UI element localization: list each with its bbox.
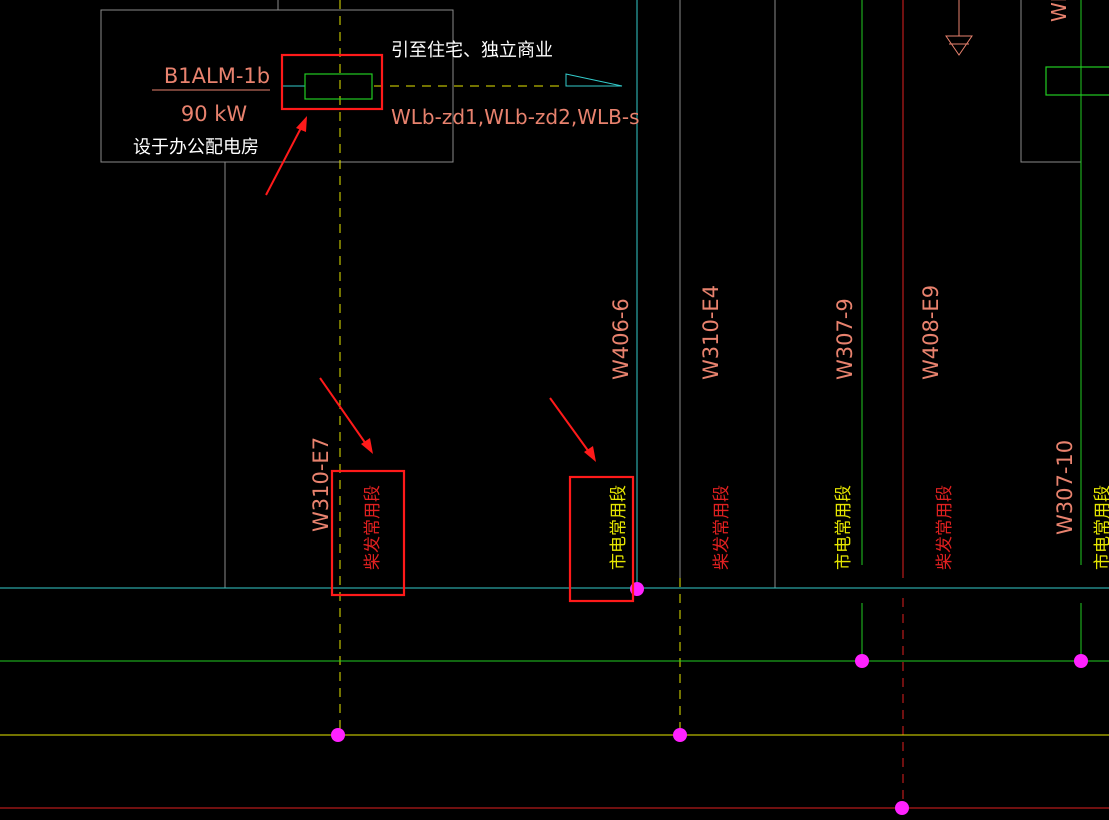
annotations: [265, 53, 635, 603]
circuit-id-label: W310-E4: [699, 285, 723, 380]
feed-arrow-icon: [565, 73, 623, 87]
feed-cables: WLb-zd1,WLb-zd2,WLB-s: [391, 105, 640, 129]
junction-dot[interactable]: [673, 728, 687, 742]
arrow-to-utility-section-icon: [549, 397, 596, 462]
frame-lines: [100, 0, 1081, 588]
arrow-to-diesel-section-icon: [319, 377, 373, 454]
circuit-section-label: 柴发常用段: [363, 485, 383, 570]
right-panel-frame: [1020, 0, 1081, 163]
circuit-section-label: 柴发常用段: [712, 485, 732, 570]
circuit-id-label: W310-E7: [309, 437, 333, 532]
feed-target: 引至住宅、独立商业: [391, 40, 553, 61]
panel-power: 90 kW: [181, 102, 248, 126]
top-right-elements: WL: [945, 0, 1109, 96]
circuit-id-label: W408-E9: [919, 285, 943, 380]
circuit-section-label: 市电常用段: [609, 485, 629, 570]
arrow-to-breaker-icon: [265, 116, 307, 196]
circuit-section-label: 柴发常用段: [935, 485, 955, 570]
right-breaker-symbol[interactable]: [1045, 66, 1109, 96]
edge-label: WL: [1047, 0, 1071, 22]
junction-dots: [331, 582, 1088, 815]
panel-frame: [100, 9, 454, 163]
junction-dot[interactable]: [331, 728, 345, 742]
breaker-symbol[interactable]: [304, 73, 373, 100]
circuit-id-label: W406-6: [609, 298, 633, 380]
down-arrow-icon: [945, 35, 973, 56]
circuit-id-label: W307-9: [833, 298, 857, 380]
circuit-labels: W310-E7 柴发常用段 W406-6 市电常用段 W310-E4 柴发常用段…: [309, 285, 1109, 570]
junction-dot[interactable]: [855, 654, 869, 668]
junction-dot[interactable]: [1074, 654, 1088, 668]
circuit-section-label: 市电常用段: [1093, 485, 1109, 570]
highlight-box-section-utility: [568, 475, 635, 603]
feeder-lines: [339, 0, 1082, 808]
panel-name: B1ALM-1b: [164, 64, 270, 88]
panel-block[interactable]: B1ALM-1b 90 kW 设于办公配电房 引至住宅、独立商业 WLb-zd1…: [133, 40, 640, 158]
highlight-box-breaker: [280, 53, 384, 111]
panel-location: 设于办公配电房: [133, 137, 259, 158]
junction-dot[interactable]: [895, 801, 909, 815]
bus-lines: [0, 587, 1109, 809]
highlight-box-section-diesel: [330, 469, 406, 597]
circuit-section-label: 市电常用段: [834, 485, 854, 570]
circuit-id-label: W307-10: [1053, 440, 1077, 535]
